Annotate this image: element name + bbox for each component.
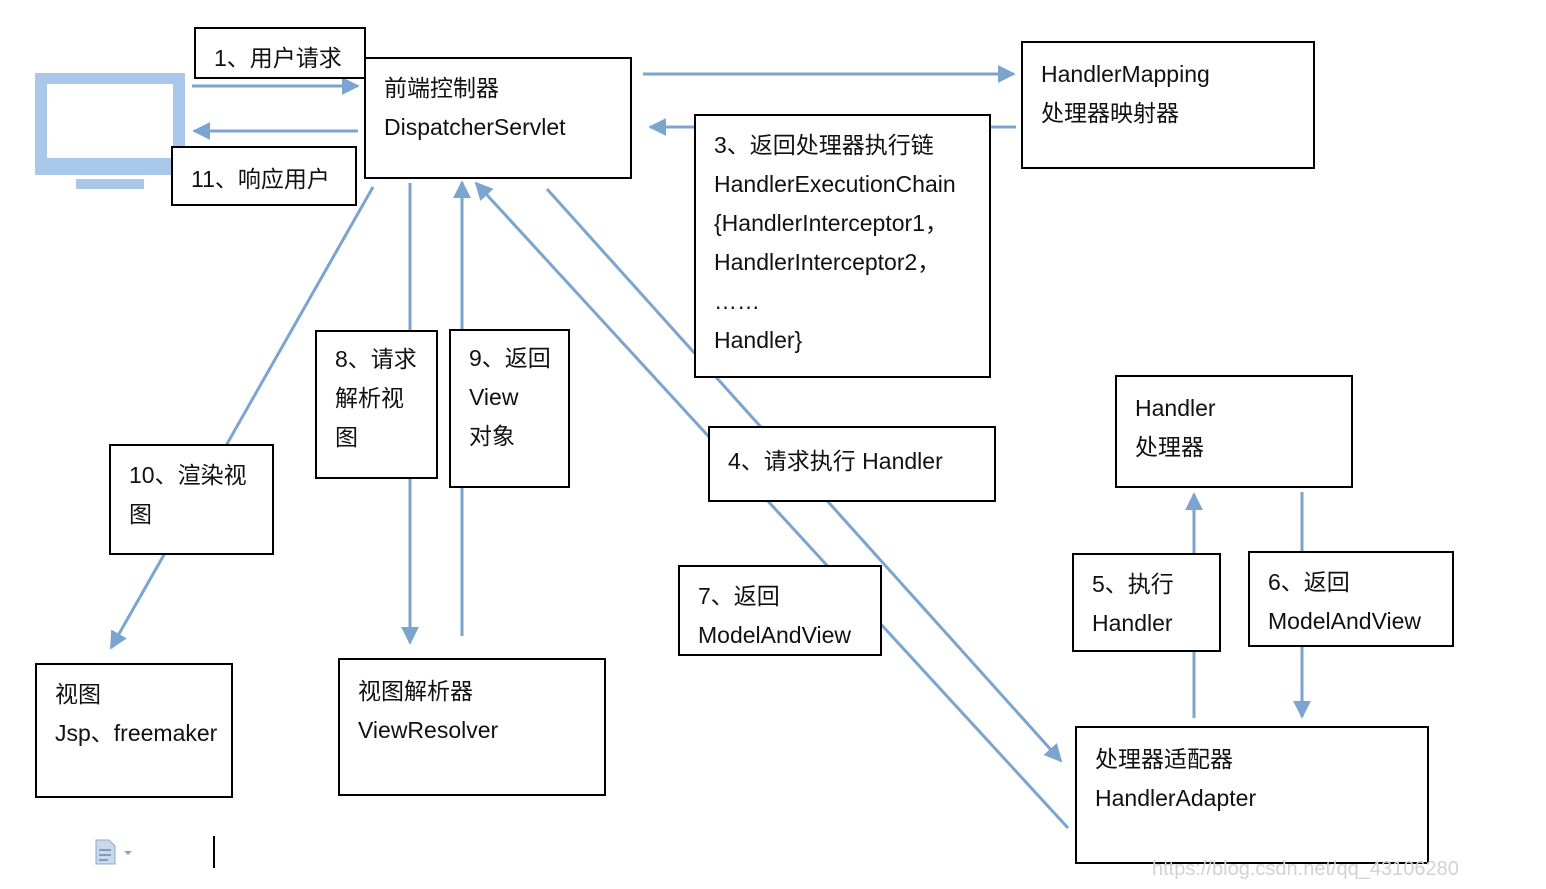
view-title: 视图	[55, 681, 101, 707]
return-view-object-label: 9、返回 View 对象	[449, 329, 570, 488]
execute-handler-label: 5、执行 Handler	[1072, 553, 1221, 652]
request-execute-handler-text: 4、请求执行 Handler	[728, 448, 943, 474]
handler-return-step: 6、返回	[1268, 569, 1350, 595]
handler-return-mav: ModelAndView	[1268, 608, 1422, 635]
resolve-line-3: 图	[335, 424, 358, 451]
handler-title: 处理器	[1135, 434, 1204, 461]
text-cursor	[213, 836, 215, 868]
execution-chain-name: HandlerExecutionChain	[714, 171, 956, 198]
handler-adapter-box: 处理器适配器 HandlerAdapter	[1075, 726, 1429, 864]
render-line-1: 10、渲染视	[129, 462, 247, 488]
handler-adapter-title: 处理器适配器	[1095, 746, 1233, 772]
render-line-2: 图	[129, 501, 152, 528]
request-resolve-view-label: 8、请求 解析视 图	[315, 330, 438, 479]
arrow-render-view	[109, 186, 375, 650]
view-resolver-name: ViewResolver	[358, 717, 499, 744]
view-types: Jsp、freemaker	[55, 720, 218, 747]
dispatcher-title: 前端控制器	[384, 75, 499, 101]
handler-mapping-name: HandlerMapping	[1041, 61, 1210, 87]
respond-user-text: 11、响应用户	[191, 166, 330, 192]
resolve-line-1: 8、请求	[335, 346, 417, 372]
handler-name: Handler	[1135, 395, 1216, 421]
document-icon[interactable]	[94, 839, 138, 865]
chain-handler: Handler}	[714, 327, 803, 354]
handler-return-mav-label: 6、返回 ModelAndView	[1248, 551, 1454, 647]
interceptor-2: HandlerInterceptor2，	[714, 249, 941, 276]
view-resolver-title: 视图解析器	[358, 678, 473, 704]
execution-chain-step: 3、返回处理器执行链	[714, 132, 934, 158]
view-resolver-box: 视图解析器 ViewResolver	[338, 658, 606, 796]
view-box: 视图 Jsp、freemaker	[35, 663, 233, 798]
dispatcher-servlet-box: 前端控制器 DispatcherServlet	[364, 57, 632, 179]
return-view-line-1: 9、返回	[469, 345, 551, 371]
return-view-line-3: 对象	[469, 423, 515, 450]
handler-mapping-box: HandlerMapping 处理器映射器	[1021, 41, 1315, 169]
execute-handler-name: Handler	[1092, 610, 1173, 637]
handler-mapping-title: 处理器映射器	[1041, 100, 1179, 127]
respond-user-label: 11、响应用户	[171, 146, 357, 206]
render-view-label: 10、渲染视 图	[109, 444, 274, 555]
user-request-label: 1、用户请求	[194, 27, 366, 79]
handler-adapter-name: HandlerAdapter	[1095, 785, 1257, 812]
resolve-line-2: 解析视	[335, 385, 404, 412]
execute-step: 5、执行	[1092, 571, 1174, 597]
handler-box: Handler 处理器	[1115, 375, 1353, 488]
request-execute-handler-label: 4、请求执行 Handler	[708, 426, 996, 502]
return-view-line-2: View	[469, 384, 519, 411]
computer-monitor-icon	[35, 73, 185, 189]
execution-chain-box: 3、返回处理器执行链 HandlerExecutionChain {Handle…	[694, 114, 991, 378]
interceptor-1: {HandlerInterceptor1，	[714, 210, 948, 237]
user-request-text: 1、用户请求	[214, 45, 342, 71]
ellipsis: ……	[714, 288, 760, 315]
watermark: https://blog.csdn.net/qq_43106280	[1152, 858, 1459, 880]
adapter-return-mav-label: 7、返回 ModelAndView	[678, 565, 882, 656]
arrow-return-model-and-view	[474, 181, 1070, 830]
dispatcher-name: DispatcherServlet	[384, 114, 566, 141]
adapter-return-step: 7、返回	[698, 583, 780, 609]
adapter-return-mav: ModelAndView	[698, 622, 852, 649]
